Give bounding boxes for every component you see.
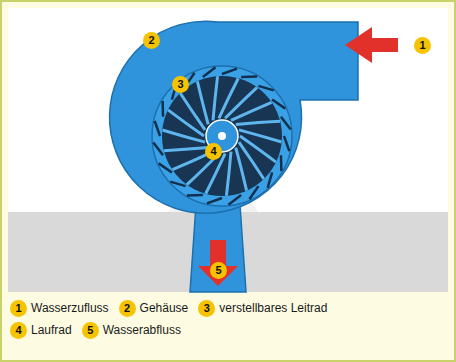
shaft <box>218 132 226 140</box>
runner-blade <box>225 87 257 118</box>
legend-number: 1 <box>10 300 27 317</box>
spiral-housing <box>110 21 358 213</box>
runner-blade <box>197 81 208 124</box>
runner-blades <box>162 76 281 196</box>
guide-vane <box>280 155 283 171</box>
guide-vane <box>161 101 164 117</box>
guide-vanes <box>153 67 290 204</box>
legend-text: Gehäuse <box>140 300 189 317</box>
legend-text: Laufrad <box>31 322 72 339</box>
guide-vane <box>207 198 222 203</box>
runner-blade <box>236 121 280 124</box>
guide-vane <box>268 172 273 187</box>
runner-blade <box>236 148 247 191</box>
guide-vane-ring <box>152 66 292 206</box>
callout-number: 4 <box>205 143 222 160</box>
outflow-pipe <box>190 205 246 292</box>
runner-blade <box>226 152 231 196</box>
runner <box>162 76 282 196</box>
guide-vane <box>203 67 216 77</box>
runner-blade <box>219 78 238 118</box>
guide-vane <box>281 117 291 130</box>
legend-text: verstellbares Leitrad <box>219 300 327 317</box>
outflow-arrow <box>198 240 238 286</box>
callout-number: 2 <box>143 32 160 49</box>
callout-number: 3 <box>172 76 189 93</box>
legend-text: Wasserzufluss <box>31 300 109 317</box>
inflow-arrow <box>345 27 398 63</box>
runner-blade <box>239 130 282 142</box>
guide-vane <box>228 195 241 205</box>
guide-vane <box>153 142 163 155</box>
legend-text: Wasserabfluss <box>103 322 181 339</box>
runner-blade <box>213 76 218 120</box>
runner-blade <box>164 148 208 151</box>
guide-vane <box>187 194 203 197</box>
legend-number: 4 <box>10 322 27 339</box>
guide-vane <box>258 86 273 91</box>
legend-number: 2 <box>119 300 136 317</box>
guide-vane <box>222 69 237 74</box>
legend-number: 5 <box>82 322 99 339</box>
callout-number: 5 <box>210 262 227 279</box>
runner-blade <box>231 102 272 120</box>
guide-vane <box>170 182 185 187</box>
callout-number: 1 <box>414 37 431 54</box>
guide-vane <box>241 75 257 78</box>
guide-vane <box>155 121 160 136</box>
guide-vane <box>284 136 289 151</box>
